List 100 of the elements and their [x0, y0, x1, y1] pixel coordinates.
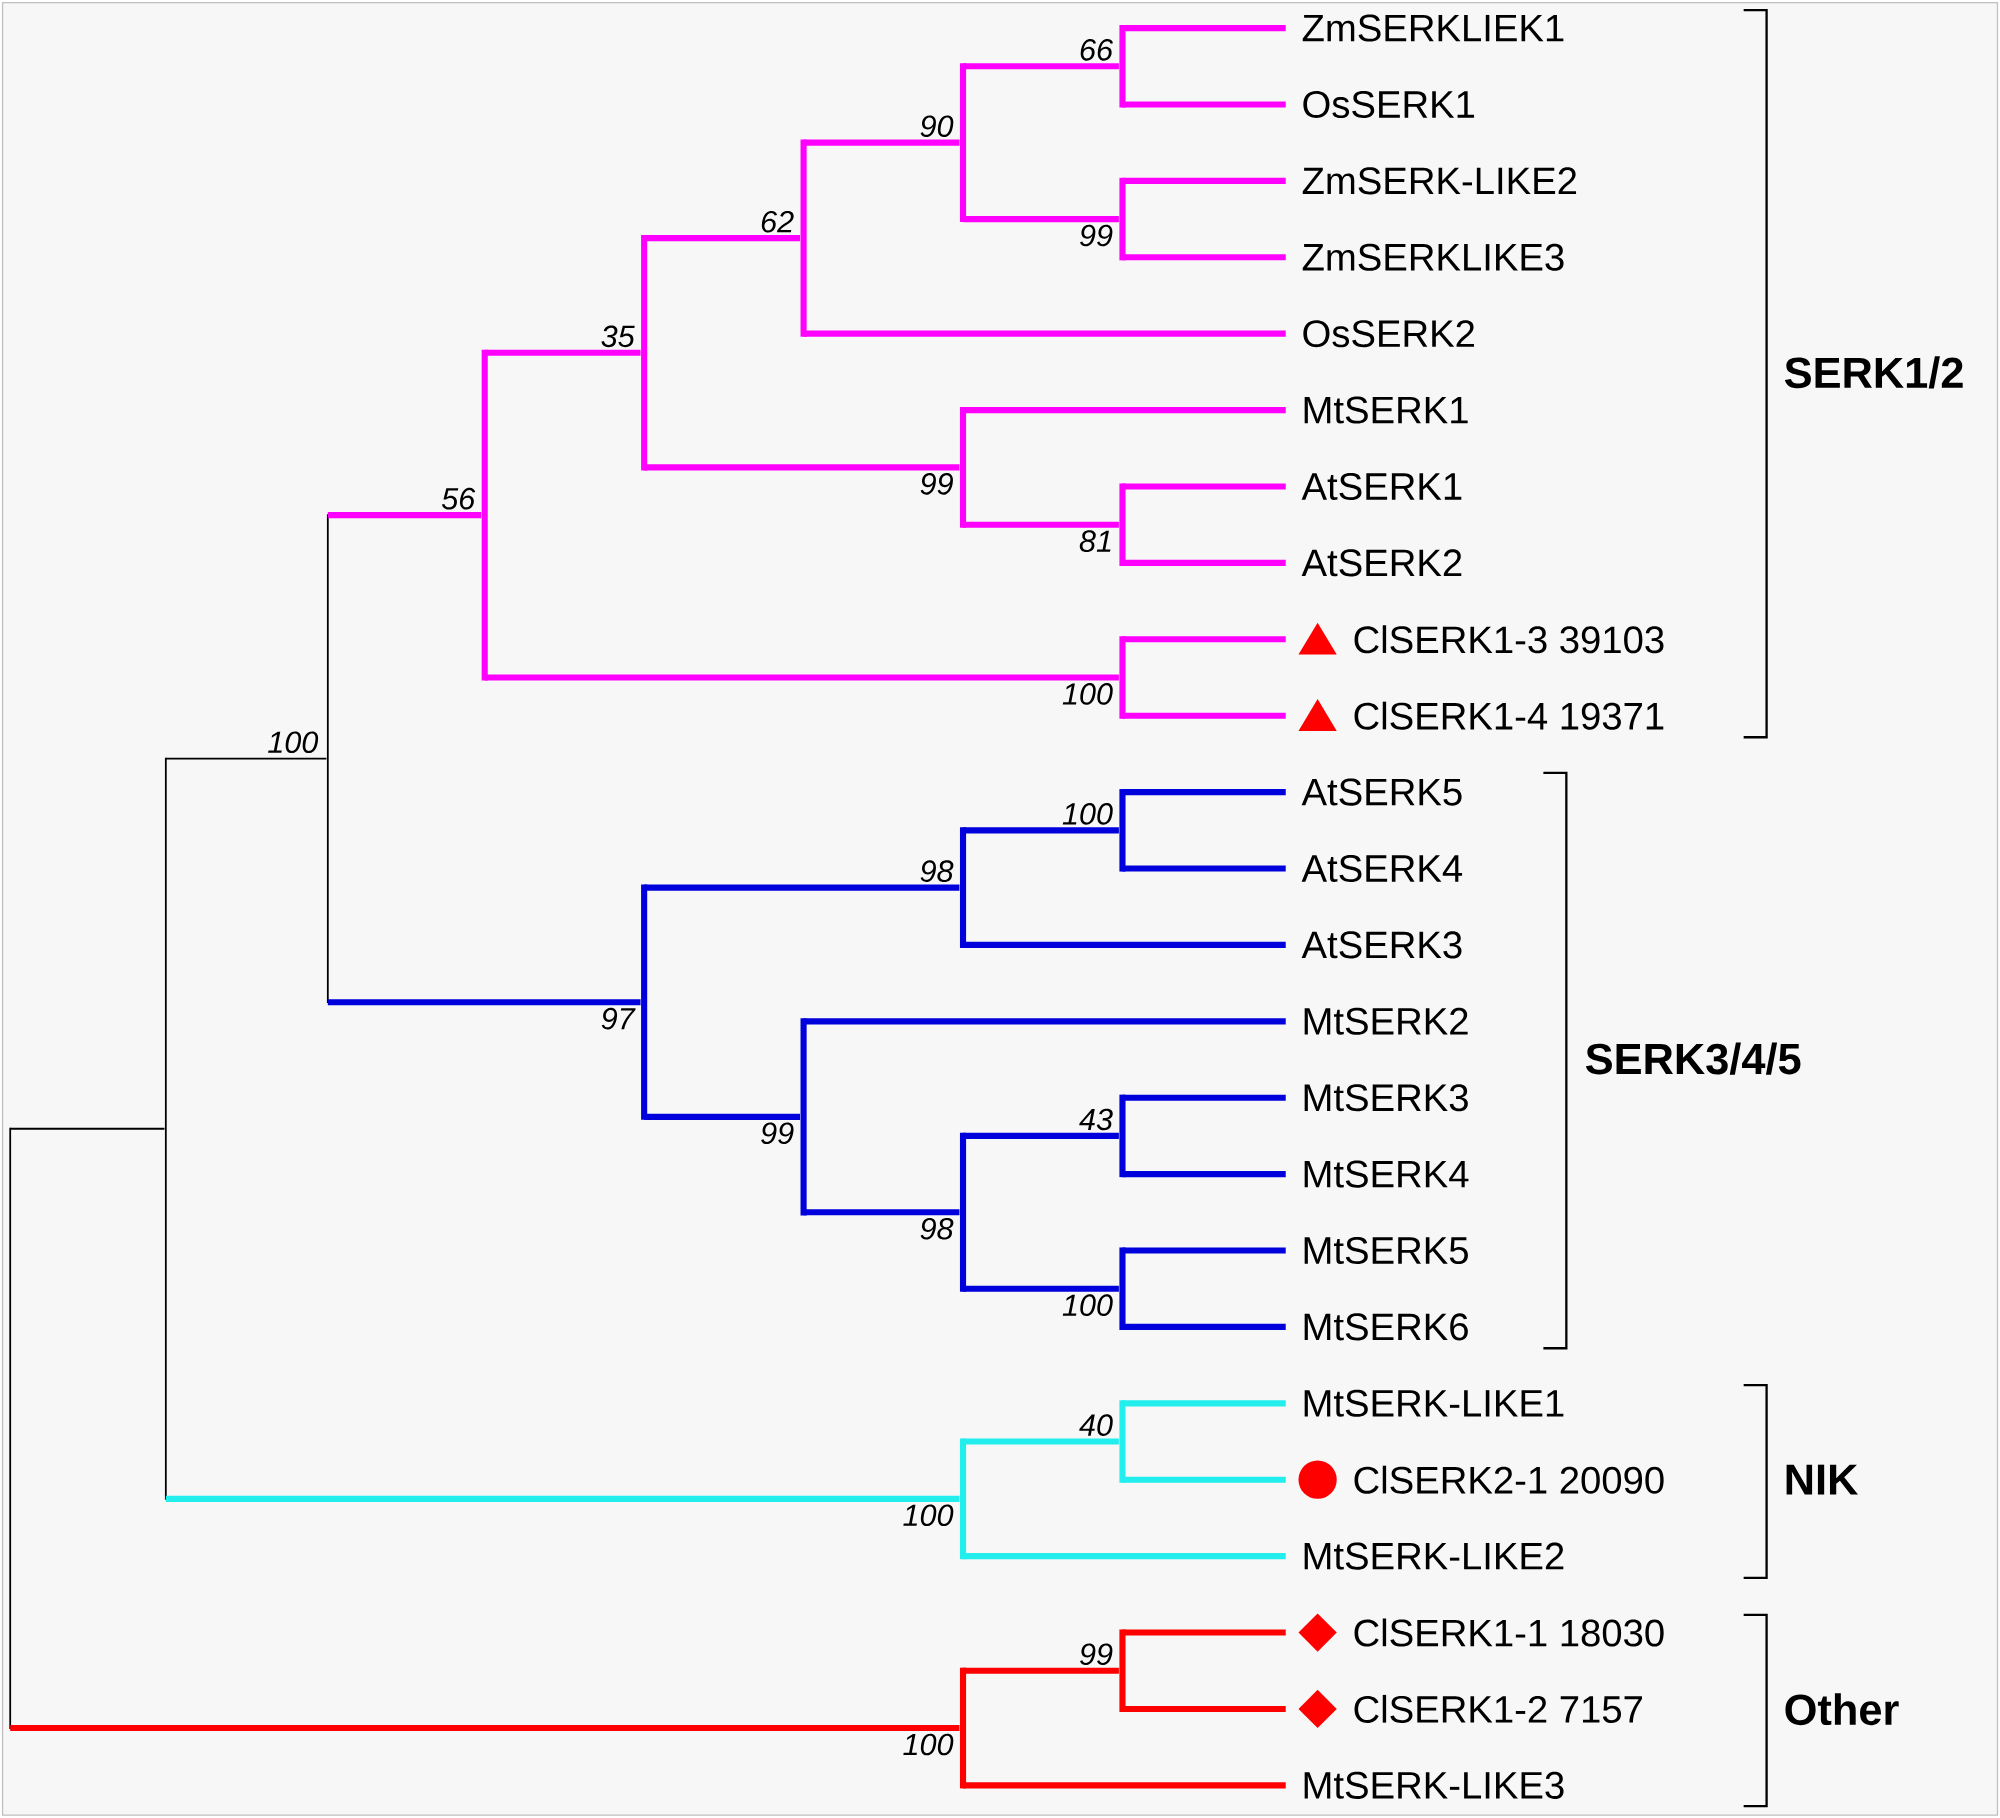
tree-branch [963, 407, 1286, 414]
bootstrap-value: 100 [903, 1504, 954, 1527]
tree-branch [963, 216, 1119, 223]
clade-bar [959, 827, 967, 949]
leaf-label: AtSERK2 [1301, 549, 1462, 577]
leaf-label: AtSERK1 [1301, 473, 1462, 501]
tree-branch [644, 464, 960, 471]
tree-branch [1122, 101, 1286, 108]
leaf-label: MtSERK5 [1304, 1237, 1468, 1265]
tree-branch [10, 1725, 960, 1732]
clade-bar [9, 1128, 12, 1730]
leaf-label: AtSERK3 [1301, 931, 1462, 959]
leaf-label: ZmSERK-LIKE2 [1302, 167, 1577, 195]
leaf-label: OsSERK2 [1303, 320, 1474, 348]
tree-branch [327, 999, 641, 1006]
clade-bar [800, 139, 807, 337]
tree-branch [164, 758, 328, 760]
clade-bar [481, 349, 488, 681]
tree-branch [803, 139, 960, 146]
bootstrap-value: 97 [601, 1008, 636, 1030]
tree-branch [963, 1133, 1119, 1140]
bootstrap-value: 35 [601, 325, 635, 348]
clade-bar [1119, 25, 1126, 108]
tree-branch [963, 521, 1119, 528]
tree-branch [1122, 636, 1286, 643]
bootstrap-value: 90 [920, 115, 954, 138]
tree-branch [165, 1496, 960, 1503]
leaf-label: MtSERK-LIKE2 [1304, 1542, 1564, 1570]
clade-bar [1119, 483, 1126, 567]
tree-branch [1122, 1247, 1286, 1254]
tree-branch [1122, 1094, 1286, 1101]
tree-branch [1122, 1171, 1286, 1178]
tree-branch [963, 1438, 1119, 1445]
tree-branch [803, 330, 1286, 337]
leaf-label: AtSERK4 [1301, 855, 1463, 883]
tree-branch [1122, 483, 1286, 490]
tree-branch [1122, 560, 1286, 567]
bootstrap-value: 40 [1079, 1414, 1113, 1437]
leaf-label: ClSERK1-4 19371 [1354, 701, 1664, 730]
leaf-label: OsSERK1 [1303, 91, 1475, 119]
clade-label: NIK [1786, 1464, 1858, 1495]
leaf-label: ClSERK1-3 39103 [1354, 625, 1664, 654]
tree-branch [963, 1553, 1286, 1560]
tree-branch [484, 674, 1119, 681]
tree-branch [1122, 1629, 1286, 1636]
tree-branch [963, 1667, 1119, 1674]
tree-branch [1122, 865, 1286, 872]
clade-label: SERK1/2 [1784, 356, 1963, 389]
tree-branch [963, 63, 1119, 70]
tree-branch [963, 1782, 1286, 1789]
bootstrap-value: 43 [1079, 1108, 1113, 1131]
clade-bar [959, 1133, 967, 1292]
clade-bar [959, 63, 967, 223]
leaf-label: ClSERK1-2 7157 [1354, 1695, 1642, 1724]
bootstrap-value: 99 [1080, 1643, 1113, 1666]
tree-branch [963, 1285, 1119, 1292]
tree-branch [963, 827, 1119, 834]
tree-branch [803, 1018, 1286, 1025]
leaf-label: MtSERK-LIKE3 [1304, 1772, 1564, 1800]
clade-bar [1119, 1400, 1126, 1483]
clade-bar [800, 1018, 807, 1216]
tree-branch [1122, 1400, 1286, 1407]
bootstrap-value: 56 [441, 488, 476, 510]
clade-label: SERK3/4/5 [1585, 1042, 1801, 1076]
clade-bar [1119, 178, 1126, 261]
leaf-label: MtSERK6 [1304, 1313, 1468, 1341]
tree-branch [1122, 1706, 1286, 1713]
clade-bar [959, 1667, 967, 1789]
bootstrap-value: 99 [920, 473, 953, 495]
clade-bar [1119, 1094, 1126, 1178]
tree-branch [1122, 178, 1286, 185]
bootstrap-value: 99 [1080, 224, 1113, 247]
bootstrap-value: 100 [1062, 803, 1113, 825]
tree-branch [1122, 1324, 1286, 1331]
bootstrap-value: 99 [761, 1122, 794, 1145]
leaf-label: MtSERK1 [1304, 396, 1468, 424]
bootstrap-value: 98 [920, 1218, 954, 1240]
tree-branch [327, 512, 482, 519]
clade-label: Other [1785, 1693, 1899, 1726]
bootstrap-value: 98 [920, 860, 954, 883]
tree-branch [1122, 1476, 1286, 1483]
clade-bar [959, 407, 967, 528]
tree-branch [484, 349, 641, 357]
leaf-label: MtSERK2 [1304, 1007, 1468, 1036]
clade-bar [641, 235, 648, 471]
clade-bar [1119, 1247, 1126, 1331]
bootstrap-value: 100 [1062, 683, 1113, 705]
clade-bar [959, 1438, 967, 1560]
leaf-label: ZmSERKLIKE3 [1302, 243, 1564, 271]
clade-bar [1119, 789, 1126, 872]
tree-branch [803, 1209, 960, 1216]
clade-bar [641, 884, 648, 1121]
leaf-label: MtSERK4 [1304, 1160, 1469, 1188]
tree-branch [1122, 25, 1286, 32]
bootstrap-value: 100 [1062, 1294, 1113, 1317]
leaf-label: ZmSERKLIEK1 [1302, 14, 1564, 42]
clade-bar [326, 514, 329, 1004]
leaf-label: ClSERK2-1 20090 [1354, 1465, 1664, 1494]
leaf-label: ClSERK1-1 18030 [1354, 1618, 1664, 1647]
tree-branch [1122, 712, 1286, 719]
